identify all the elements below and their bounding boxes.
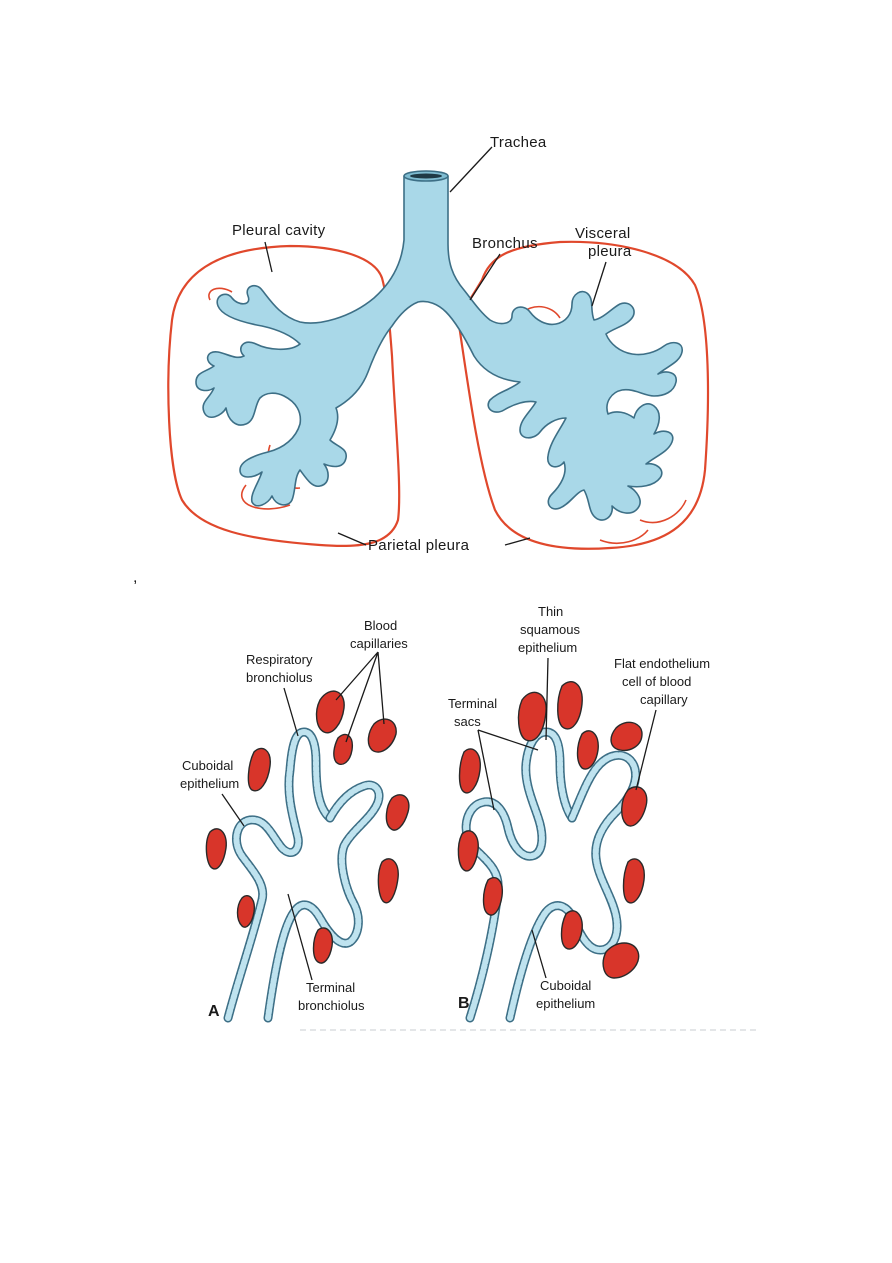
capillary: [621, 786, 648, 827]
leader-parietal-pleura-right: [504, 537, 531, 546]
label-cuboidal-epithelium-a-1: Cuboidal: [182, 758, 233, 773]
label-thin-squamous-3: epithelium: [518, 640, 577, 655]
lungs-diagram: Trachea Pleural cavity Bronchus Visceral…: [167, 134, 710, 554]
capillary: [482, 877, 503, 916]
label-cuboidal-epithelium-a-2: epithelium: [180, 776, 239, 791]
leader-respiratory-bronchiolus: [283, 687, 299, 737]
label-flat-endothelium-1: Flat endothelium: [614, 656, 710, 671]
panel-a-wall-left-inner: [225, 729, 333, 1021]
label-flat-endothelium-2: cell of blood: [622, 674, 691, 689]
separator-mark: ,: [133, 569, 137, 586]
leader-parietal-pleura-left: [337, 532, 367, 546]
parietal-pleura-left: [167, 244, 401, 548]
label-trachea: Trachea: [490, 134, 547, 151]
capillary: [385, 794, 410, 831]
label-visceral-pleura-1: Visceral: [575, 225, 630, 242]
leader-blood-capillaries: [335, 651, 385, 743]
capillary: [315, 690, 345, 734]
capillary: [205, 828, 227, 870]
capillary: [576, 730, 599, 770]
label-respiratory-bronchiolus-1: Respiratory: [246, 652, 313, 667]
label-blood-capillaries-2: capillaries: [350, 636, 408, 651]
capillary: [560, 910, 583, 950]
panel-b-wall-left-inner: [463, 729, 575, 1021]
capillary: [517, 691, 547, 742]
leader-pleural-cavity: [264, 241, 273, 273]
capillary: [457, 830, 479, 872]
label-thin-squamous-1: Thin: [538, 604, 563, 619]
label-respiratory-bronchiolus-2: bronchiolus: [246, 670, 313, 685]
panel-a-capillaries: [205, 690, 410, 964]
leader-cuboidal-epithelium-a: [221, 793, 245, 827]
label-thin-squamous-2: squamous: [520, 622, 580, 637]
capillary: [247, 747, 271, 792]
label-terminal-bronchiolus-1: Terminal: [306, 980, 355, 995]
capillary: [333, 733, 353, 766]
label-blood-capillaries-1: Blood: [364, 618, 397, 633]
panel-a-respiratory-bronchiolus: Blood capillaries Respiratory bronchiolu…: [180, 618, 410, 1023]
capillary: [377, 858, 399, 904]
capillary: [458, 748, 481, 794]
label-terminal-sacs-1: Terminal: [448, 696, 497, 711]
capillary: [367, 718, 397, 753]
panel-a-wall-right-inner: [265, 782, 382, 1021]
leader-visceral-pleura: [591, 261, 607, 307]
label-pleural-cavity: Pleural cavity: [232, 222, 326, 239]
capillary: [602, 942, 640, 979]
leader-thin-squamous: [545, 657, 549, 741]
bronchial-tree: [195, 172, 683, 521]
capillary: [622, 858, 645, 904]
trachea-opening-inner: [410, 173, 442, 179]
leader-flat-endothelium: [635, 709, 657, 791]
capillary: [557, 681, 583, 730]
label-parietal-pleura: Parietal pleura: [368, 537, 470, 554]
label-terminal-bronchiolus-2: bronchiolus: [298, 998, 365, 1013]
label-terminal-sacs-2: sacs: [454, 714, 481, 729]
label-bronchus: Bronchus: [472, 235, 538, 252]
capillary: [236, 894, 256, 928]
panel-b-terminal-sacs: Thin squamous epithelium Flat endotheliu…: [448, 604, 710, 1023]
leader-cuboidal-epithelium-b: [531, 929, 547, 979]
label-visceral-pleura-2: pleura: [588, 243, 632, 260]
panel-b-capillaries: [457, 681, 648, 979]
panel-b-wall-right-inner: [507, 752, 639, 1021]
leader-trachea: [449, 146, 493, 193]
capillary: [312, 927, 333, 964]
leader-terminal-sacs: [477, 729, 539, 811]
leader-bronchus: [469, 253, 501, 301]
label-flat-endothelium-3: capillary: [640, 692, 688, 707]
leader-terminal-bronchiolus: [287, 893, 313, 981]
panel-b-letter: B: [458, 995, 470, 1012]
label-cuboidal-epithelium-b-1: Cuboidal: [540, 978, 591, 993]
capillary: [610, 721, 643, 752]
label-cuboidal-epithelium-b-2: epithelium: [536, 996, 595, 1011]
panel-a-letter: A: [208, 1003, 220, 1020]
parietal-pleura-right: [456, 240, 710, 550]
